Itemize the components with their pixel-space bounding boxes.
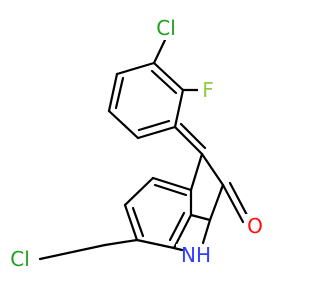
- label-backdrop: [152, 18, 184, 40]
- bond-c-o: [221, 183, 245, 224]
- chlorine-atom-label-left: Cl: [10, 247, 30, 271]
- bond: [137, 119, 171, 132]
- bond: [153, 183, 188, 197]
- bond: [208, 183, 225, 222]
- label-backdrop: [176, 244, 218, 266]
- indoline-benzene-ring: [123, 176, 193, 250]
- label-backdrop: [244, 214, 266, 238]
- bond: [131, 206, 145, 238]
- bond: [173, 88, 185, 129]
- bond: [168, 211, 186, 242]
- bond: [107, 109, 140, 140]
- bond-c-cl-top: [152, 38, 167, 65]
- bond: [123, 176, 155, 207]
- bond: [189, 213, 212, 222]
- fluorine-atom-label: F: [202, 78, 214, 102]
- bond: [115, 61, 156, 76]
- bond: [179, 122, 207, 150]
- bond: [135, 238, 176, 250]
- bond-c-cl-left: [103, 238, 139, 247]
- label-backdrop: [6, 249, 38, 271]
- bond: [172, 213, 193, 250]
- molecule-structure-drawing: Cl F Cl O NH: [6, 16, 266, 271]
- bond: [151, 176, 193, 192]
- bond: [201, 218, 212, 245]
- bond: [152, 61, 185, 92]
- bond: [172, 246, 184, 252]
- bond: [150, 69, 178, 95]
- bond: [123, 203, 139, 242]
- bond: [114, 76, 125, 110]
- label-backdrop: [198, 79, 218, 101]
- nitrogen-atom-label: NH: [181, 243, 211, 267]
- fluorochlorophenyl-ring: [107, 61, 185, 140]
- bond: [200, 152, 225, 187]
- oxygen-atom-label: O: [247, 214, 263, 238]
- bond: [173, 125, 204, 156]
- bond: [136, 125, 177, 140]
- chlorine-atom-label-top: Cl: [156, 16, 176, 40]
- bond: [189, 152, 204, 192]
- bond: [38, 243, 107, 261]
- bond-c-o: [228, 181, 250, 219]
- bond: [107, 72, 119, 113]
